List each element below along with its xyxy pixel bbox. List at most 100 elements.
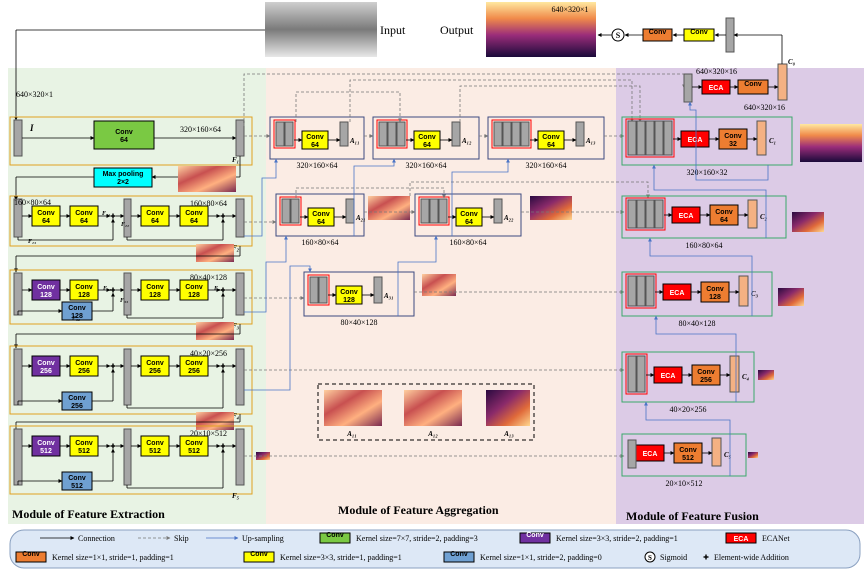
c0-in-feature xyxy=(683,73,693,103)
a12-conv-channels: 64 xyxy=(423,142,431,149)
a11-size: 320×160×64 xyxy=(296,161,337,170)
a21-concat-outline xyxy=(279,196,302,226)
c0-label: C₀ xyxy=(788,58,796,66)
stage2-conv3-channels: 64 xyxy=(151,218,159,225)
stem-conv7x7-channels: 64 xyxy=(120,137,128,144)
a11-box xyxy=(269,116,365,160)
output-size-label: 640×320×1 xyxy=(551,5,588,14)
output-feature-map xyxy=(725,17,735,53)
a11-conv-label: Conv xyxy=(306,134,324,141)
c5-conv-channels: 512 xyxy=(682,455,694,462)
legend-conv-purple xyxy=(519,532,551,544)
c1-concat-1 xyxy=(636,120,646,156)
stage2-size-label: 160×80×64 xyxy=(190,199,227,208)
c4-concat-1 xyxy=(636,355,646,393)
a22-conv-label: Conv xyxy=(460,211,478,218)
a13-conv-label: Conv xyxy=(542,134,560,141)
stage5-add1 xyxy=(110,443,116,449)
c1-conv-label: Conv xyxy=(724,133,742,140)
stage2-conv1-label: Conv xyxy=(37,210,55,217)
input-label: Input xyxy=(380,23,406,37)
c0-out-feature xyxy=(777,63,788,101)
f5-thumbnail xyxy=(256,452,270,460)
a13-size: 320×160×64 xyxy=(525,161,566,170)
output-depth-image xyxy=(486,2,596,57)
a21-thumbnail xyxy=(368,196,410,220)
c1-size: 320×160×32 xyxy=(686,168,727,177)
c3-box xyxy=(621,271,773,317)
stage2-out-label: F₂ xyxy=(232,244,240,252)
stage3-conv4-channels: 128 xyxy=(188,292,200,299)
c1-concat-outline xyxy=(625,118,675,158)
output-white-area xyxy=(742,6,862,60)
stage5-conv1-channels: 512 xyxy=(40,448,52,455)
a31-concat-0 xyxy=(309,276,319,304)
c3-conv-label: Conv xyxy=(706,286,724,293)
stage5-conv2-channels: 512 xyxy=(78,448,90,455)
stage3-conv2-label: Conv xyxy=(75,284,93,291)
stem-conv7x7 xyxy=(93,120,155,150)
stage4-conv1-channels: 256 xyxy=(40,368,52,375)
stage2-conv2-channels: 64 xyxy=(80,218,88,225)
stage4-mid-feature xyxy=(123,348,132,406)
c4-concat-0 xyxy=(627,355,637,393)
c2-concat-0 xyxy=(627,199,637,229)
c4-conv-label: Conv xyxy=(697,369,715,376)
skip-a21-c2-top xyxy=(409,181,650,199)
stage4-conv3-channels: 256 xyxy=(149,368,161,375)
a22-concat-0 xyxy=(420,198,430,224)
stage4-add1 xyxy=(110,363,116,369)
c2-conv-label: Conv xyxy=(715,209,733,216)
stage1-box xyxy=(9,116,253,166)
input-image xyxy=(265,2,377,57)
a21-concat-1 xyxy=(290,198,300,224)
f33-label: F₃₃ xyxy=(120,298,128,304)
a12-out-feature xyxy=(451,121,461,147)
eca-label-c4: ECA xyxy=(661,373,676,380)
eca-label-c2: ECA xyxy=(679,213,694,220)
up-f4-a31 xyxy=(244,265,312,391)
f21-label: F₂₁ xyxy=(102,211,110,217)
a13-concat-1 xyxy=(502,121,512,147)
stage3-thumbnail xyxy=(196,322,234,340)
a13-concat-3 xyxy=(520,121,530,147)
a31-thumbnail xyxy=(422,274,456,296)
a22-out-feature xyxy=(493,198,503,224)
c2-conv-channels: 64 xyxy=(720,217,728,224)
c1-concat-0 xyxy=(627,120,637,156)
stage4-conv3-label: Conv xyxy=(146,360,164,367)
c3-conv-channels: 128 xyxy=(709,294,721,301)
a21-label: A₂₁ xyxy=(355,214,366,222)
c1-thumbnail xyxy=(800,124,862,162)
stage3-downsample-conv-channels: 128 xyxy=(71,313,83,320)
stage4-size-label: 40×20×256 xyxy=(190,349,227,358)
stage2-add2 xyxy=(220,213,226,219)
c4-thumbnail xyxy=(758,370,774,380)
stage5-in-feature xyxy=(13,428,23,486)
c3-c-label: C₃ xyxy=(751,290,759,298)
skip-a12-top xyxy=(459,85,642,123)
c1-box xyxy=(621,116,793,166)
stage5-conv3-label: Conv xyxy=(146,440,164,447)
legend-conv-green xyxy=(319,532,351,544)
legend-k1s1: Kernel size=1×1, stride=1, padding=1 xyxy=(52,553,174,562)
c1-concat-2 xyxy=(645,120,655,156)
legend-k7: Kernel size=7×7, stride=2, padding=3 xyxy=(356,534,478,543)
legend-conv-blue-label: Conv xyxy=(450,551,468,558)
agg-thumbnails-box xyxy=(317,383,535,441)
legend-conv-orange-label: Conv xyxy=(22,551,40,558)
stage4-conv2-channels: 256 xyxy=(78,368,90,375)
stage4-conv2-label: Conv xyxy=(75,360,93,367)
c5-c-label: C₅ xyxy=(724,451,732,459)
c5-thumbnail xyxy=(748,452,758,458)
skip-a21-a22-top xyxy=(295,187,446,199)
a31-conv-label: Conv xyxy=(340,289,358,296)
c1-c-label: C₁ xyxy=(769,137,776,145)
eca-label-c3: ECA xyxy=(670,290,685,297)
a13-out-feature xyxy=(575,121,585,147)
c2-c-label: C₂ xyxy=(760,213,768,221)
a12-size: 320×160×64 xyxy=(405,161,446,170)
legend-sigmoid: Sigmoid xyxy=(660,553,687,562)
c3-concat-outline xyxy=(625,273,657,309)
c5-size: 20×10×512 xyxy=(665,479,702,488)
